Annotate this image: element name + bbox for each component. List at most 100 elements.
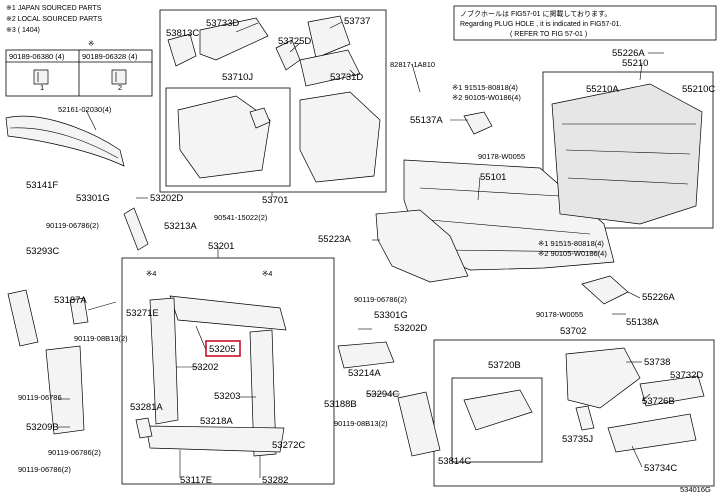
label-52161: 52161-02030(4) [58, 105, 112, 114]
label-53301G-b: 53301G [374, 310, 408, 321]
label-90119-08813-b: 90119-08B13(2) [334, 419, 388, 428]
legend-sub-a: 1 [40, 83, 44, 92]
highlighted-part-box [205, 340, 241, 357]
label-53725D: 53725D [278, 36, 311, 47]
label-90119-08813-a: 90119-08B13(2) [74, 334, 128, 343]
legend-line-1: ※1 JAPAN SOURCED PARTS [6, 5, 102, 12]
note-line-1: ノブクホールは FIG57-01 に掲載しております。 [460, 9, 611, 18]
legend-line-2: ※2 LOCAL SOURCED PARTS [6, 16, 102, 23]
upper-support-53201 [169, 295, 287, 331]
bracket-part-small [249, 107, 271, 129]
apron-part-53710J [177, 95, 271, 179]
legend-part-b: 90189-06328 (4) [82, 52, 138, 61]
label-55226A-top: 55226A [612, 48, 645, 59]
label-90119-b: 90119-06786(2) [354, 295, 407, 304]
legend: ※1 JAPAN SOURCED PARTS ※2 LOCAL SOURCED … [5, 5, 153, 97]
label-55210A: 55210A [586, 84, 619, 95]
label-53213A: 53213A [164, 221, 197, 232]
brace-part-55137A [463, 111, 493, 135]
bolt-icon-a [33, 69, 49, 85]
label-53205: 53205 [209, 344, 235, 355]
label-53141F: 53141F [26, 180, 58, 191]
leader-lines [58, 21, 664, 478]
group-box-55210 [542, 71, 714, 229]
label-53813C: 53813C [166, 28, 199, 39]
panel-part-55223A [375, 209, 469, 283]
bracket-part-53214A [337, 341, 395, 369]
label-90119-06786-e: 90119-06786(2) [18, 465, 71, 474]
legend-sub-b: 2 [118, 83, 122, 92]
label-mark-4-b: ※4 [262, 269, 272, 278]
bracket-part-53213A [123, 207, 149, 251]
label-55223A: 55223A [318, 234, 351, 245]
bracket-part-53293C [7, 289, 39, 347]
label-53738: 53738 [644, 357, 670, 368]
label-90105-a: ※2 90105-W0186(4) [452, 93, 521, 102]
side-support-53202 [149, 297, 179, 425]
label-53301G: 53301G [76, 193, 110, 204]
label-53710J: 53710J [222, 72, 253, 83]
label-55210: 55210 [622, 58, 648, 69]
part-labels: 53813C 53733D 53737 53725D 53710J 53731D… [18, 16, 715, 494]
legend-star: ※ [88, 39, 94, 48]
label-53732D: 53732D [670, 370, 703, 381]
member-part-53734C [607, 413, 697, 453]
label-53203: 53203 [214, 391, 240, 402]
bracket-part-53294C [397, 391, 441, 457]
label-55210C: 55210C [682, 84, 715, 95]
label-55226A-b: 55226A [642, 292, 675, 303]
side-support-53203 [249, 329, 277, 457]
group-box-53710J [165, 87, 291, 187]
note-box: ノブクホールは FIG57-01 に掲載しております。 Regarding PL… [453, 5, 717, 41]
label-53281A: 53281A [130, 402, 163, 413]
note-line-2: Regarding PLUG HOLE , it is indicated in… [460, 21, 622, 28]
label-90119-06786-d: 90119-06786(2) [48, 448, 101, 457]
bracket-part-53281A [135, 417, 153, 439]
label-90119-06786-c: 90119-06786 [18, 393, 62, 402]
diagram-code: 534016G [680, 485, 711, 494]
bracket-part-53813C [167, 33, 197, 67]
label-53720B: 53720B [488, 360, 521, 371]
label-55138A: 55138A [626, 317, 659, 328]
label-53272C: 53272C [272, 440, 305, 451]
brace-part-55138A [581, 275, 629, 305]
label-53202D-a: 53202D [150, 193, 183, 204]
label-53726B: 53726B [642, 396, 675, 407]
seal-part-53141F [5, 115, 125, 167]
bracket-part-53187A [69, 297, 89, 325]
apron-part-53733D [199, 17, 269, 61]
label-mark-4-a: ※4 [146, 269, 156, 278]
group-box-53702 [433, 339, 715, 487]
legend-line-3: ※3 ( 1404) [6, 27, 40, 34]
label-90178-b: 90178-W0055 [536, 310, 583, 319]
label-53733D: 53733D [206, 18, 239, 29]
apron-part-53701 [299, 91, 381, 183]
panel-part-53731D [299, 49, 361, 87]
group-box-53720B [451, 377, 543, 463]
label-90541: 90541-15022(2) [214, 213, 268, 222]
label-53701: 53701 [262, 195, 288, 206]
label-53294C: 53294C [366, 389, 399, 400]
lower-support-53218A [145, 425, 285, 453]
label-90119-a: 90119-06786(2) [46, 221, 99, 230]
apron-part-53720B [463, 389, 533, 431]
label-53202: 53202 [192, 362, 218, 373]
label-53735J: 53735J [562, 434, 593, 445]
label-53202D-b: 53202D [394, 323, 427, 334]
label-53731D: 53731D [330, 72, 363, 83]
label-53293C: 53293C [26, 246, 59, 257]
label-53209B: 53209B [26, 422, 59, 433]
label-53702: 53702 [560, 326, 586, 337]
group-box-53701 [159, 9, 387, 193]
label-53188B: 53188B [324, 399, 357, 410]
label-53734C: 53734C [644, 463, 677, 474]
label-55101: 55101 [480, 172, 506, 183]
label-55137A: 55137A [410, 115, 443, 126]
bolt-icon-b [111, 69, 127, 85]
label-53187A: 53187A [54, 295, 87, 306]
bracket-part-53735J [575, 405, 595, 431]
label-53737: 53737 [344, 16, 370, 27]
label-53218A: 53218A [200, 416, 233, 427]
panel-part-53737 [307, 15, 351, 59]
